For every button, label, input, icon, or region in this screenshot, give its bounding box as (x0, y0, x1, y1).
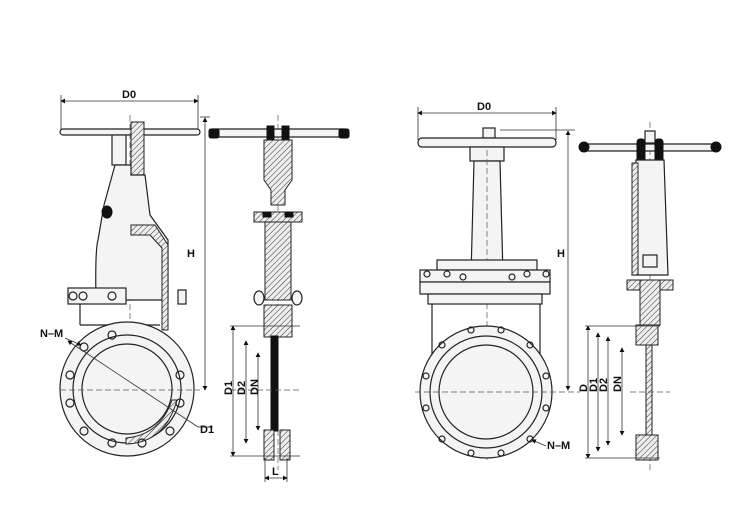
right-side-view: D D1 D2 DN (578, 122, 722, 470)
bolt-holes (422, 326, 550, 457)
t-handle (209, 128, 349, 138)
dn-label: DN (249, 379, 261, 395)
flange (59, 321, 195, 457)
n-m-label: N–M (547, 440, 570, 452)
l-label: L (272, 466, 279, 478)
left-front-view: D0 H D1 N–M (40, 89, 214, 457)
d1-label: D1 (223, 381, 235, 395)
h-label: H (187, 248, 195, 260)
h-label: H (557, 248, 565, 260)
left-side-view: D1 D2 DN L (208, 115, 350, 482)
d0-label: D0 (122, 89, 136, 101)
bolt-nut (101, 205, 113, 219)
n-m-label: N–M (40, 328, 63, 340)
d2-label: D2 (236, 381, 248, 395)
d1-label: D1 (588, 378, 600, 392)
d1-label: D1 (200, 424, 214, 436)
dn-label: DN (612, 376, 624, 392)
handwheel (417, 137, 557, 148)
bolt-holes (65, 330, 185, 448)
d1-leader (67, 340, 199, 428)
bolts (423, 270, 550, 281)
gate-plate (645, 344, 653, 436)
t-handle (584, 143, 718, 152)
right-front-view: D0 H N–M (415, 101, 580, 460)
d-label: D (578, 384, 590, 392)
d0-label: D0 (477, 101, 491, 113)
d2-label: D2 (598, 378, 610, 392)
gate-plate (270, 335, 279, 432)
